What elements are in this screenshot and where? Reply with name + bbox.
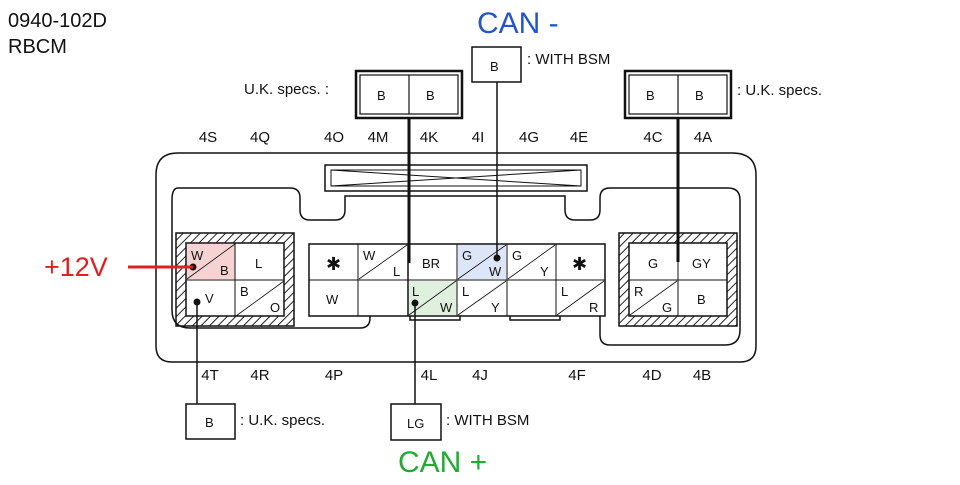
power-label: +12V [44,252,108,282]
terminal-4q-wire: L [255,256,263,271]
plug-top-left-wire-1: B [377,88,386,103]
terminal-4l-wire-bottom: W [440,300,453,315]
terminal-4s-wire-top: W [191,248,204,263]
pin-label-top: 4S [198,129,218,146]
uk-specs-right-tag: : U.K. specs. [737,82,823,99]
part-number: 0940-102D [8,10,107,32]
terminal-4g-wire-top: G [512,248,523,263]
terminal-4l-wire-top: L [412,284,420,299]
wire-4t-dot [193,298,201,306]
plug-bottom-center-wire: LG [407,416,425,431]
plug-top-center-wire: B [490,59,499,74]
terminal-4j-wire-bottom: Y [491,300,500,315]
pin-label-top: 4I [471,129,485,146]
center-terminal-block [308,243,606,317]
terminal-4a-wire: GY [692,256,711,271]
terminal-4j-wire-top: L [462,284,470,299]
pin-label-bottom: 4T [201,367,219,384]
terminal-4r-wire-bottom: O [270,300,281,315]
pin-label-bottom: 4J [472,367,488,384]
pin-label-top: 4A [693,129,713,146]
terminal-4k-wire: BR [422,256,441,271]
terminal-4g-wire-bottom: Y [540,264,549,279]
terminal-4b-wire: B [697,292,706,307]
terminal-4f-wire-bottom: R [589,300,599,315]
pin-label-top: 4C [643,129,663,146]
terminal-4m-wire-bottom: L [393,264,401,279]
pin-label-top: 4G [518,129,540,146]
terminal-4c-wire: G [648,256,659,271]
left-terminal-block [175,232,295,327]
module-name: RBCM [8,36,67,58]
terminal-4o-empty: ✱ [326,254,342,274]
terminal-4m-wire-top: W [363,248,376,263]
plug-top-right-wire-1: B [646,88,655,103]
with-bsm-bottom-tag: : WITH BSM [446,412,530,429]
pin-label-bottom: 4B [692,367,712,384]
terminal-4f-wire-top: L [561,284,569,299]
terminal-4d-wire-top: R [634,284,644,299]
pin-label-top: 4M [367,129,389,146]
latch-window [324,164,588,192]
terminal-4d-wire-bottom: G [662,300,673,315]
pin-label-bottom: 4D [642,367,662,384]
connector-inner-outline [171,187,741,346]
plug-bottom-center [390,403,442,441]
terminal-4r-wire-top: B [240,284,249,299]
pin-label-bottom: 4R [250,367,270,384]
plug-top-left-wire-2: B [426,88,435,103]
can-high-label: CAN + [398,446,488,479]
with-bsm-top-tag: : WITH BSM [527,51,611,68]
pin-label-top: 4Q [249,129,271,146]
pin-label-bottom: 4F [568,367,586,384]
plug-bottom-left-wire: B [205,415,214,430]
uk-specs-bottom-tag: : U.K. specs. [240,412,326,429]
plug-top-right-wire-2: B [695,88,704,103]
wire-4l-dot [411,299,419,307]
plug-bottom-left [185,403,236,440]
terminal-4t-wire: V [205,291,214,306]
pin-label-top: 4O [323,129,345,146]
pin-label-top: 4E [569,129,589,146]
terminal-4s-wire-bottom: B [220,263,229,278]
plug-top-left [354,69,464,120]
can-low-label: CAN - [477,7,559,40]
pin-label-bottom: 4L [420,367,438,384]
terminal-4i-wire-bottom: W [489,264,502,279]
pin-label-bottom: 4P [324,367,344,384]
terminal-4i-wire-top: G [462,248,473,263]
plug-top-center [471,46,522,83]
pin-label-top: 4K [419,129,439,146]
wire-4i-dot [493,254,501,262]
uk-specs-left-tag: U.K. specs. : [244,81,330,98]
plug-top-right [623,69,733,120]
terminal-4e-empty: ✱ [572,254,588,274]
terminal-4p-wire: W [326,292,339,307]
